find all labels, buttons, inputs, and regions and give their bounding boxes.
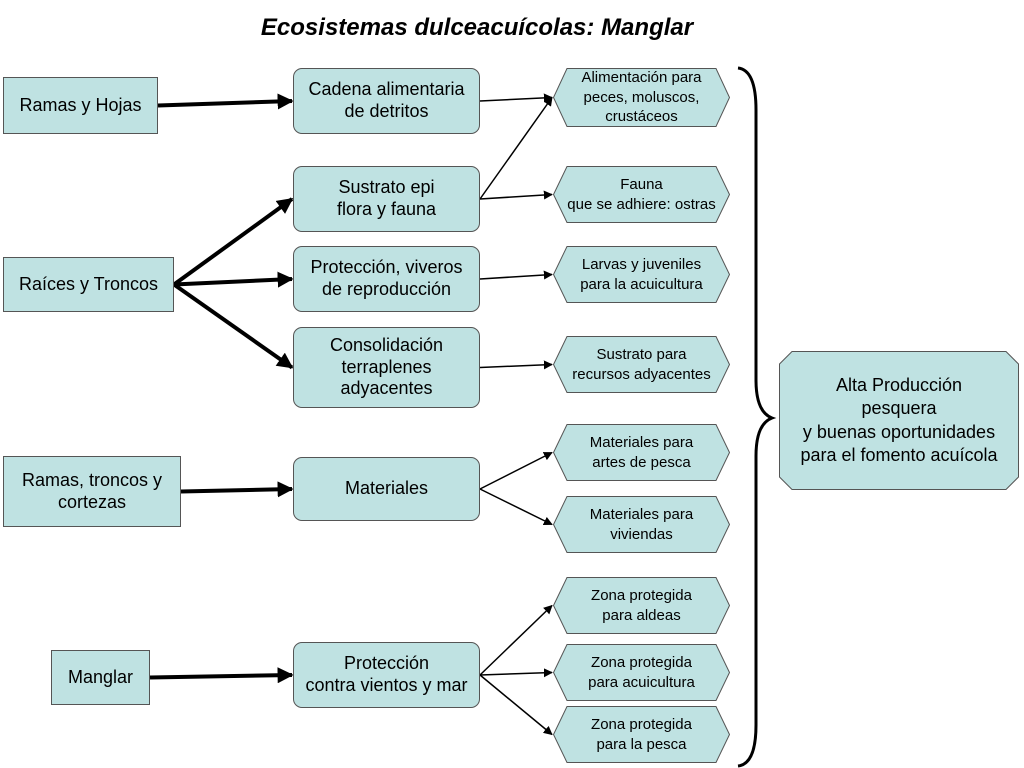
arrow-materiales-to-viviendas [479,488,553,526]
source-raices-troncos: Raíces y Troncos [3,257,174,312]
arrow-cadena-to-alimentacion [479,93,553,103]
arrow-raices-troncos-to-sustrato [172,197,294,287]
output-label: Zona protegida para aldeas [591,587,692,624]
result-shape [779,351,1019,490]
output-shape [553,496,730,553]
output-shape [553,336,730,393]
output-shape [553,644,730,701]
output-label: Alimentación para peces, moluscos, crust… [581,69,702,126]
output-acuicultura: Zona protegida para acuicultura [553,644,730,701]
arrow-proteccion-vientos-to-acuicultura [479,668,553,678]
output-shape [553,246,730,303]
output-label: Larvas y juveniles para la acuicultura [580,256,703,293]
output-aldeas: Zona protegida para aldeas [553,577,730,634]
function-proteccion-vientos: Protección contra vientos y mar [293,642,480,708]
output-shape [553,68,730,127]
output-label: Materiales para artes de pesca [589,434,694,471]
arrow-manglar-to-proteccion-vientos [149,667,294,684]
function-sustrato-epi: Sustrato epi flora y fauna [293,166,480,232]
function-consolidacion: Consolidación terraplenes adyacentes [293,327,480,408]
output-label: Materiales para viviendas [589,506,694,543]
source-ramas-hojas: Ramas y Hojas [3,77,158,134]
function-cadena-alimentaria: Cadena alimentaria de detritos [293,68,480,134]
output-label: Zona protegida para acuicultura [588,654,695,691]
arrow-proteccion-viveros-to-larvas [479,270,553,280]
diagram-title: Ecosistemas dulceacuícolas: Manglar [260,14,694,41]
arrow-materiales-to-artes-pesca [479,451,553,490]
result-box: Alta Producción pesquera y buenas oportu… [779,351,1019,490]
output-alimentacion: Alimentación para peces, moluscos, crust… [553,68,730,127]
source-ramas-troncos-cortezas: Ramas, troncos y cortezas [3,456,181,527]
result-label: Alta Producción pesquera y buenas oportu… [800,374,998,465]
output-artes-pesca: Materiales para artes de pesca [553,424,730,481]
output-label: Zona protegida para la pesca [591,716,692,753]
output-larvas: Larvas y juveniles para la acuicultura [553,246,730,303]
arrow-sustrato-to-alimentacion [479,96,553,200]
output-fauna: Fauna que se adhiere: ostras [553,166,730,223]
output-pesca: Zona protegida para la pesca [553,706,730,763]
function-proteccion-viveros: Protección, viveros de reproducción [293,246,480,312]
arrow-proteccion-vientos-to-aldeas [479,604,553,676]
source-manglar: Manglar [51,650,150,705]
function-materiales: Materiales [293,457,480,521]
output-sustrato-recursos: Sustrato para recursos adyacentes [553,336,730,393]
output-shape [553,166,730,223]
arrow-ramas-troncos-cortezas-to-materiales [180,481,294,498]
arrow-sustrato-to-fauna [479,190,553,200]
output-shape [553,706,730,763]
output-viviendas: Materiales para viviendas [553,496,730,553]
arrow-proteccion-vientos-to-pesca [479,674,553,736]
arrow-raices-troncos-to-proteccion-viveros [173,271,294,288]
grouping-brace [737,66,777,768]
arrow-consolidacion-to-sustrato-recursos [479,360,553,370]
output-label: Fauna que se adhiere: ostras [567,176,716,213]
output-shape [553,577,730,634]
arrow-raices-troncos-to-consolidacion [172,282,294,370]
output-shape [553,424,730,481]
output-label: Sustrato para recursos adyacentes [572,346,711,383]
arrow-ramas-hojas-to-cadena [157,93,294,110]
